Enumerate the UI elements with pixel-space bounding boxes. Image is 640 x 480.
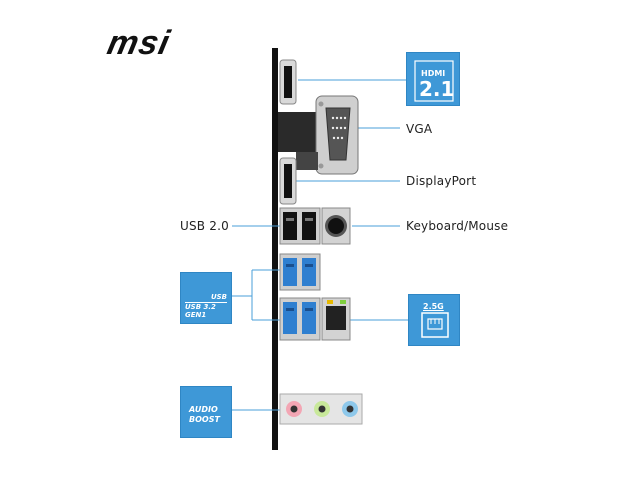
vga-port: [278, 95, 359, 175]
connector-lines: [232, 79, 408, 411]
label-displayport: DisplayPort: [406, 174, 477, 188]
label-vga: VGA: [406, 122, 433, 136]
ps2-port: [321, 207, 351, 245]
usb32-ports-top: [279, 253, 321, 291]
usb32-badge: USB USB 3.2 GEN1: [180, 272, 232, 324]
audio-jacks: [279, 393, 363, 425]
usb32-ports-bottom: [279, 297, 321, 341]
audio-boost-badge: AUDIO BOOST: [180, 386, 232, 438]
hdmi-port: [279, 59, 297, 105]
hdmi-icon: [414, 60, 454, 102]
usb-icon: USB: [210, 293, 227, 301]
hdmi-badge: HDMI 2.1: [406, 52, 460, 106]
label-usb20: USB 2.0: [180, 219, 229, 233]
io-shield-bar: [272, 48, 278, 450]
audio-boost-icon: AUDIO: [189, 405, 218, 414]
label-keyboard-mouse: Keyboard/Mouse: [406, 219, 509, 233]
ethernet-icon: [421, 312, 449, 338]
lan-badge: 2.5G: [408, 294, 460, 346]
displayport-port: [279, 157, 297, 205]
lan-port: [321, 297, 351, 341]
usb20-ports: [279, 207, 321, 245]
badge-divider: [185, 302, 227, 303]
